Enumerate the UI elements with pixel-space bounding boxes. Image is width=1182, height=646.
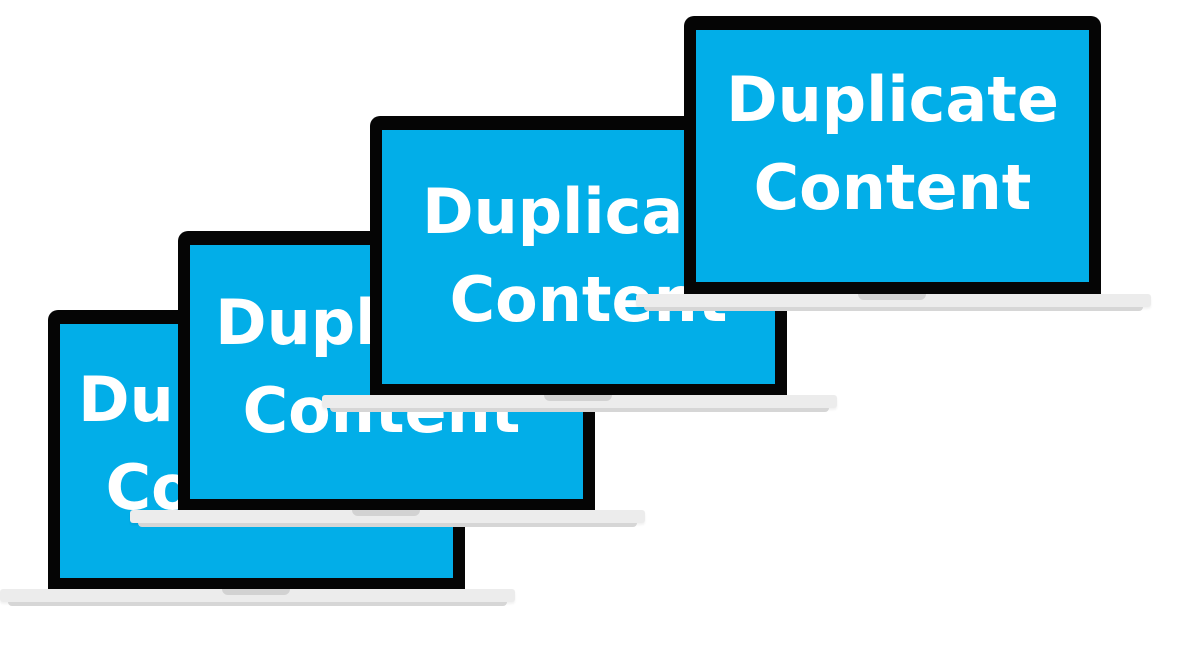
laptop-4: Duplicate Content [636,16,1151,316]
laptop-4-screen: Duplicate Content [696,30,1089,282]
laptop-3-notch [544,395,612,401]
laptop-4-notch [858,294,926,300]
laptop-3-screen: Duplicate Content [382,130,775,384]
laptop-4-line1: Duplicate [726,63,1059,136]
laptop-2-notch [352,510,420,516]
laptop-3-base [322,395,837,412]
laptop-3: Duplicate Content [322,116,837,416]
laptop-3-lid: Duplicate Content [370,116,787,398]
laptop-4-line2: Content [753,151,1032,224]
laptop-4-lid: Duplicate Content [684,16,1101,296]
laptop-1-notch [222,589,290,595]
laptop-2-base [130,510,645,527]
laptop-1-base [0,589,515,606]
laptop-4-base [636,294,1151,311]
